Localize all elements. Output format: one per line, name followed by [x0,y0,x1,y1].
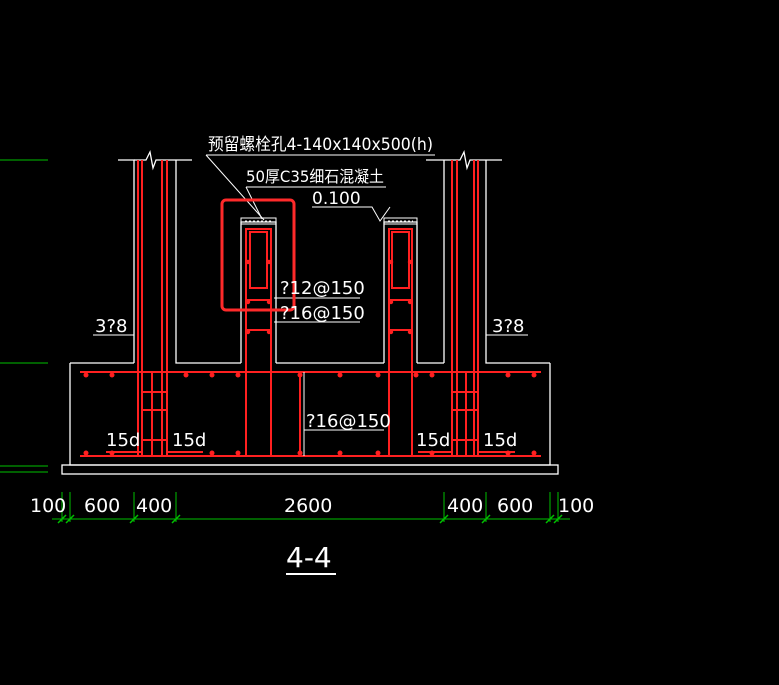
dim-600-left: 600 [84,495,120,517]
anchorage-label-right-1: 15d [416,430,450,451]
highlight-box[interactable] [220,198,296,312]
stirrup-right-label: 3?8 [492,316,524,337]
topping-note: 50厚C35细石混凝土 [246,167,384,186]
dim-2600: 2600 [284,495,332,517]
elevation-label: 0.100 [312,189,361,209]
concrete-outline [61,149,559,475]
pier-topping [240,217,418,225]
anchorage-label-left-1: 15d [106,430,140,451]
section-title: 4-4 [286,541,332,574]
dim-400-right: 400 [447,495,483,517]
leader-lines [93,154,528,456]
level-marks [0,159,48,473]
dim-100-right: 100 [558,495,594,517]
anchorage-label-left-2: 15d [172,430,206,451]
rebar-dots [83,259,537,456]
rebar [80,160,541,457]
dim-400-left: 400 [136,495,172,517]
dim-600-right: 600 [497,495,533,517]
stirrup-left-label: 3?8 [95,316,127,337]
dimension-line [52,492,570,522]
dimension-ticks [57,514,563,524]
pier-bar-label-2: ?16@150 [280,303,365,324]
pier-bar-label-1: ?12@150 [280,278,365,299]
dim-100-left: 100 [30,495,66,517]
anchor-hole-note: 预留螺栓孔4-140x140x500(h) [208,135,433,155]
anchorage-label-right-2: 15d [483,430,517,451]
base-bar-label: ?16@150 [306,411,391,432]
